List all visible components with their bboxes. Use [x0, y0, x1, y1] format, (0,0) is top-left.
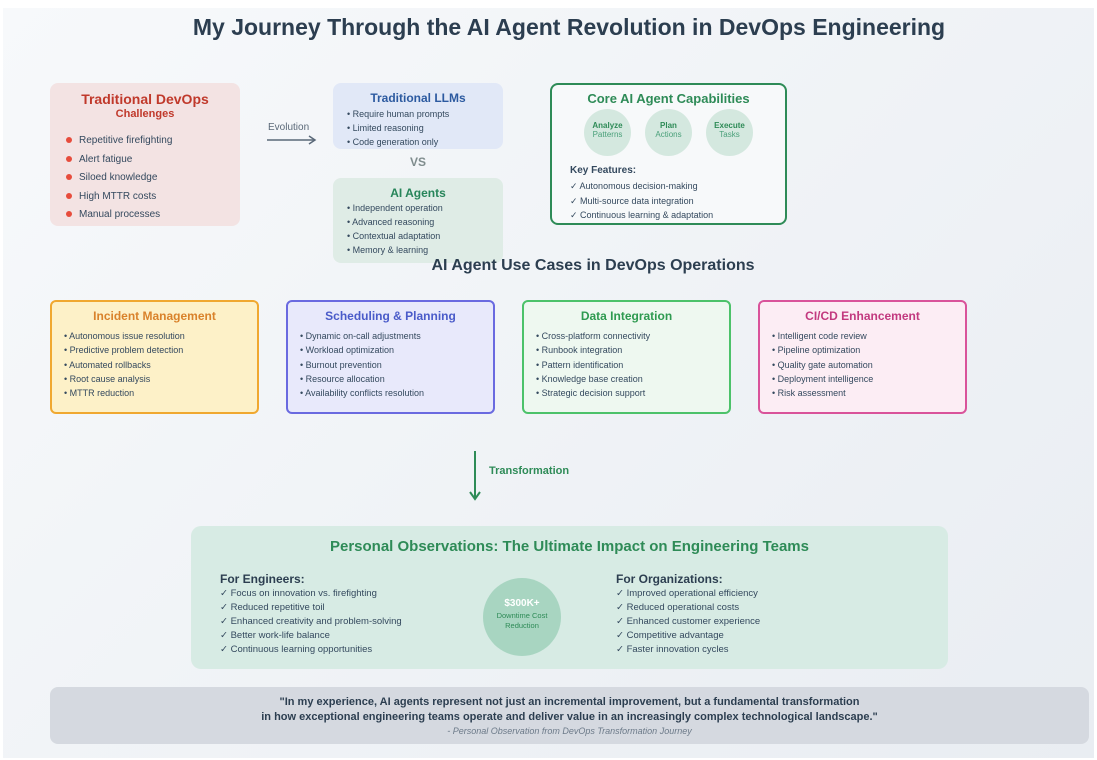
list-item: ✓ Continuous learning opportunities: [220, 644, 373, 655]
use-case-list: • Autonomous issue resolution • Predicti…: [64, 329, 185, 400]
list-item: • Independent operation: [347, 203, 443, 213]
list-item: • Quality gate automation: [772, 359, 873, 370]
list-item: ✓ Faster innovation cycles: [616, 644, 729, 655]
use-case-incident-management: Incident Management • Autonomous issue r…: [50, 300, 259, 414]
list-item: • Strategic decision support: [536, 388, 646, 399]
traditional-llms-list: • Require human prompts • Limited reason…: [347, 107, 449, 149]
list-item: • Require human prompts: [347, 109, 450, 119]
organizations-title: For Organizations:: [616, 572, 723, 586]
list-item: • Workload optimization: [300, 345, 395, 356]
bullet-dot-icon: [66, 174, 72, 180]
list-item: • Pipeline optimization: [772, 345, 861, 356]
engineers-list: ✓ Focus on innovation vs. firefighting ✓…: [220, 587, 402, 657]
transformation-label: Transformation: [489, 465, 570, 477]
observations-box: Personal Observations: The Ultimate Impa…: [191, 526, 948, 669]
ai-agents-box: AI Agents • Independent operation • Adva…: [333, 178, 503, 263]
bullet-dot-icon: [66, 211, 72, 217]
list-item: • Root cause analysis: [64, 373, 151, 384]
list-item: ✓ Autonomous decision-making: [570, 181, 698, 191]
challenge-item: Siloed knowledge: [64, 171, 172, 190]
list-item: • Dynamic on-call adjustments: [300, 331, 421, 341]
ai-agents-title: AI Agents: [390, 186, 446, 200]
list-item: ✓ Reduced repetitive toil: [220, 602, 325, 613]
challenge-list: Repetitive firefighting Alert fatigue Si…: [64, 134, 172, 227]
list-item: • Pattern identification: [536, 359, 624, 370]
traditional-llms-box: Traditional LLMs • Require human prompts…: [333, 83, 503, 149]
list-item: • Automated rollbacks: [64, 359, 151, 370]
vs-label: VS: [409, 155, 426, 169]
list-item: • Code generation only: [347, 137, 439, 147]
use-case-title: Scheduling & Planning: [325, 309, 456, 323]
engineers-title: For Engineers:: [220, 572, 305, 586]
capability-circle-plan: Plan Actions: [645, 109, 692, 156]
list-item: • Memory & learning: [347, 245, 429, 255]
list-item: ✓ Enhanced customer experience: [616, 616, 761, 627]
list-item: ✓ Multi-source data integration: [570, 195, 694, 206]
use-case-title: Data Integration: [580, 309, 673, 323]
stat-value: $300K+: [504, 598, 540, 609]
quote-attribution: - Personal Observation from DevOps Trans…: [447, 726, 692, 736]
list-item: • MTTR reduction: [64, 388, 135, 399]
list-item: ✓ Continuous learning & adaptation: [570, 210, 714, 220]
traditional-devops-box: Traditional DevOps Challenges Repetitive…: [50, 83, 240, 226]
bullet-dot-icon: [66, 155, 72, 162]
quote-box: "In my experience, AI agents represent n…: [50, 687, 1089, 744]
challenge-item: Manual processes: [64, 208, 172, 227]
use-case-cicd-enhancement: CI/CD Enhancement • Intelligent code rev…: [758, 300, 967, 414]
use-case-list: • Dynamic on-call adjustments • Workload…: [300, 329, 424, 400]
capability-circle-analyze: Analyze Patterns: [584, 109, 631, 156]
core-capabilities-title: Core AI Agent Capabilities: [587, 91, 750, 106]
list-item: • Availability conflicts resolution: [300, 388, 425, 399]
list-item: • Knowledge base creation: [536, 373, 643, 384]
transformation-arrow-icon: [469, 451, 481, 501]
list-item: ✓ Better work-life balance: [220, 630, 330, 641]
capability-circle-execute: Execute Tasks: [706, 109, 753, 156]
organizations-list: ✓ Improved operational efficiency ✓ Redu…: [616, 587, 760, 657]
key-features-list: ✓ Autonomous decision-making ✓ Multi-sou…: [570, 179, 713, 223]
list-item: ✓ Improved operational efficiency: [616, 588, 758, 599]
list-item: • Predictive problem detection: [64, 345, 184, 356]
list-item: ✓ Enhanced creativity and problem-solvin…: [220, 616, 402, 627]
evolution-arrow-icon: [267, 135, 317, 145]
use-case-data-integration: Data Integration • Cross-platform connec…: [522, 300, 731, 414]
list-item: ✓ Focus on innovation vs. firefighting: [220, 588, 377, 599]
list-item: • Runbook integration: [536, 345, 623, 356]
list-item: • Resource allocation: [300, 373, 385, 384]
use-case-list: • Cross-platform connectivity • Runbook …: [536, 329, 650, 400]
bullet-dot-icon: [66, 137, 72, 143]
list-item: • Burnout prevention: [300, 359, 382, 370]
use-case-scheduling-planning: Scheduling & Planning • Dynamic on-call …: [286, 300, 495, 414]
use-case-title: Incident Management: [93, 309, 216, 323]
list-item: • Deployment intelligence: [772, 373, 874, 384]
key-features-title: Key Features:: [570, 165, 637, 176]
list-item: ✓ Competitive advantage: [616, 630, 724, 641]
list-item: ✓ Reduced operational costs: [616, 602, 740, 613]
use-cases-title: AI Agent Use Cases in DevOps Operations: [431, 257, 755, 274]
page-title: My Journey Through the AI Agent Revoluti…: [192, 14, 946, 40]
quote-text: "In my experience, AI agents represent n…: [261, 696, 878, 723]
core-capabilities-box: Core AI Agent Capabilities Analyze Patte…: [550, 83, 787, 225]
use-case-title: CI/CD Enhancement: [805, 309, 920, 323]
list-item: • Advanced reasoning: [347, 217, 435, 227]
use-case-list: • Intelligent code review • Pipeline opt…: [772, 329, 873, 400]
list-item: • Contextual adaptation: [347, 231, 441, 241]
traditional-llms-title: Traditional LLMs: [370, 91, 466, 105]
traditional-devops-title: Traditional DevOps: [81, 91, 209, 107]
list-item: • Risk assessment: [772, 388, 846, 399]
observations-title: Personal Observations: The Ultimate Impa…: [329, 538, 809, 555]
list-item: • Autonomous issue resolution: [64, 331, 185, 341]
challenge-item: Alert fatigue: [64, 153, 172, 172]
traditional-devops-subtitle: Challenges: [115, 108, 175, 120]
ai-agents-list: • Independent operation • Advanced reaso…: [347, 201, 443, 257]
challenge-item: Repetitive firefighting: [64, 134, 172, 153]
list-item: • Intelligent code review: [772, 331, 867, 341]
challenge-item: High MTTR costs: [64, 190, 172, 209]
evolution-label: Evolution: [268, 122, 310, 133]
bullet-dot-icon: [66, 192, 72, 199]
list-item: • Limited reasoning: [347, 123, 424, 133]
list-item: • Cross-platform connectivity: [536, 331, 651, 341]
